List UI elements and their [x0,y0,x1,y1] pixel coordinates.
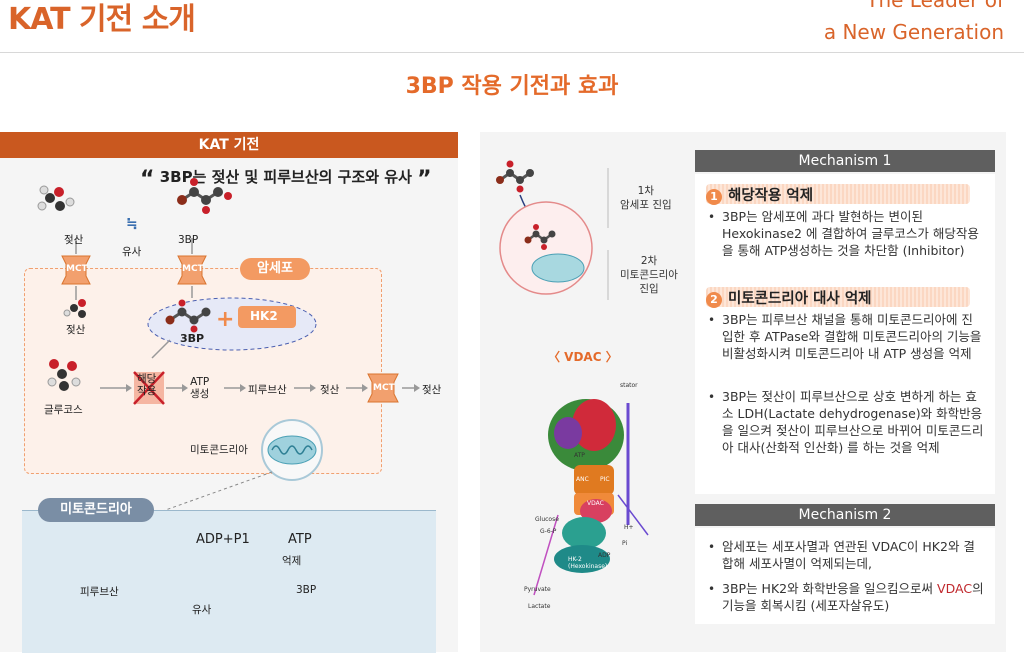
slogan-line2: a New Generation [823,20,1004,44]
mitochondria-icon [261,419,323,481]
mechanism1-body [695,174,995,494]
vdac-structure-image [533,399,649,596]
3bp-label-top: 3BP [178,234,199,246]
similar-label-top: 유사 [122,246,142,258]
atp-generation-label: ATP 생성 [190,376,210,400]
mechanism2-header: Mechanism 2 [695,504,995,526]
mechanism2-bullet2-post: 의 기능을 회복시킴 (세포자살유도) [722,581,984,613]
mitochondria-caption: 미토콘드리아 [190,444,248,456]
3bp-label-mid: 3BP [180,332,205,345]
mct-label-2: MCT [182,264,204,274]
mct-label-3: MCT [373,383,395,393]
lactate-flow-label: 젖산 [320,384,340,396]
bullet-icon: • [708,390,716,404]
mct-transporter-icon [61,255,91,285]
3bp-molecule-icon [177,178,232,214]
slogan-line1: The Leader of [866,0,1004,12]
section2-text1: 3BP는 피루브산 채널을 통해 미토콘드리아에 진입한 후 ATPase와 결… [722,312,982,361]
vdac-lactate-label: Lactate [528,603,551,610]
glucose-label: 글루코스 [44,404,83,416]
vdac-adp-label: ADP [598,552,611,559]
glucose-molecule-icon [47,359,81,391]
similarity-quote: “ 3BP는 젖산 및 피루브산의 구조와 유사 ” [140,166,432,192]
mechanism1-header: Mechanism 1 [695,150,995,172]
section2-title: 2 미토콘드리아 대사 억제 [706,287,872,308]
section1-title-text: 해당작용 억제 [728,188,814,204]
glycolysis-label: 해당 작용 [137,373,157,397]
3bp-bottom-label: 3BP [296,584,317,596]
quote-close: ” [417,167,432,192]
vdac-anc-label: ANC [576,476,589,483]
bullet-icon: • [708,210,716,224]
mct-transporter-icon [367,373,399,403]
3bp-molecule-icon [165,299,211,333]
vdac-pyruvate-label: Pyruvate [524,586,551,593]
3bp-molecule-icon [524,224,556,250]
section2-text2: 3BP는 젖산이 피루브산으로 상호 변하게 하는 효소 LDH(Lactate… [722,389,984,455]
vdac-highlight-text: VDAC [937,581,973,596]
entry-diagram-svg [496,160,649,596]
section-subtitle: 3BP 작용 기전과 효과 [405,74,619,99]
bullet-icon: • [708,582,716,596]
vdac-hk2-label: HK-2 (Hexokinase) [568,556,608,570]
kat-panel-header: KAT 기전 [0,132,458,158]
pyruvate-flow-label: 피루브산 [248,384,287,396]
number-badge: 1 [706,189,722,205]
header-divider [0,52,1024,53]
atp-label: ATP [288,532,312,547]
inhibit-label: 억제 [282,555,302,567]
mitochondria-section [22,510,436,653]
hk2-label: HK2 [250,309,278,323]
vdac-fig-label: VDAC [587,500,604,507]
vdac-pi-label: Pi [622,540,628,547]
mechanism2-bullet1: 암세포는 세포사멸과 연관된 VDAC이 HK2와 결합해 세포사멸이 억제되는… [722,539,975,571]
vdac-stator-label: stator [620,382,638,389]
mechanism2-bullet2-pre: 3BP는 HK2와 화학반응을 일으킴으로써 [722,581,934,596]
section2-highlight [706,287,970,307]
svg-text:+: + [216,307,234,332]
number-badge: 2 [706,292,722,308]
vdac-g6p-label: G-6-P [540,528,557,535]
vdac-h-label: H+ [624,524,634,531]
vdac-glucose-label: Glucose [535,516,559,523]
pyruvate-bottom-label: 피루브산 [80,586,119,598]
section1-title: 1 해당작용 억제 [706,184,813,205]
3bp-molecule-icon [496,160,534,193]
quote-open: “ [140,167,155,192]
page-title: KAT 기전 소개 [8,2,196,37]
mct-label-1: MCT [66,264,88,274]
svg-text:≒: ≒ [126,216,138,232]
section1-highlight [706,184,970,204]
section1-text: 3BP는 암세포에 과다 발현하는 변이된 Hexokinase2 에 결합하여… [722,209,979,258]
mechanism2-bullet2: 3BP는 HK2와 화학반응을 일으킴으로써 VDAC의 기능을 회복시킴 (세… [722,580,984,614]
lactate-label-top: 젖산 [64,234,84,246]
lactate-label-inside: 젖산 [66,324,86,336]
quote-text: 3BP는 젖산 및 피루브산의 구조와 유사 [159,168,412,186]
mct-transporter-icon [177,255,207,285]
stage1-label: 1차 암세포 진입 [620,185,672,211]
stage2-label: 2차 미토콘드리아 진입 [620,255,678,295]
mechanism2-body [695,528,995,624]
mitochondria-pill: 미토콘드리아 [38,498,154,522]
bullet-icon: • [708,313,716,327]
cancer-cell-pill: 암세포 [240,258,310,280]
vdac-pic-label: PIC [600,476,610,483]
bullet-icon: • [708,540,716,554]
lactate-out-label: 젖산 [422,384,442,396]
section2-title-text: 미토콘드리아 대사 억제 [728,291,872,307]
vdac-atp-label: ATP [574,452,585,459]
lactate-molecule-icon [37,185,75,211]
lactate-molecule-icon [63,299,86,318]
similar-label-bottom: 유사 [192,604,212,616]
adp-label: ADP+P1 [196,532,250,547]
vdac-caption: 〈 VDAC 〉 [548,350,618,364]
